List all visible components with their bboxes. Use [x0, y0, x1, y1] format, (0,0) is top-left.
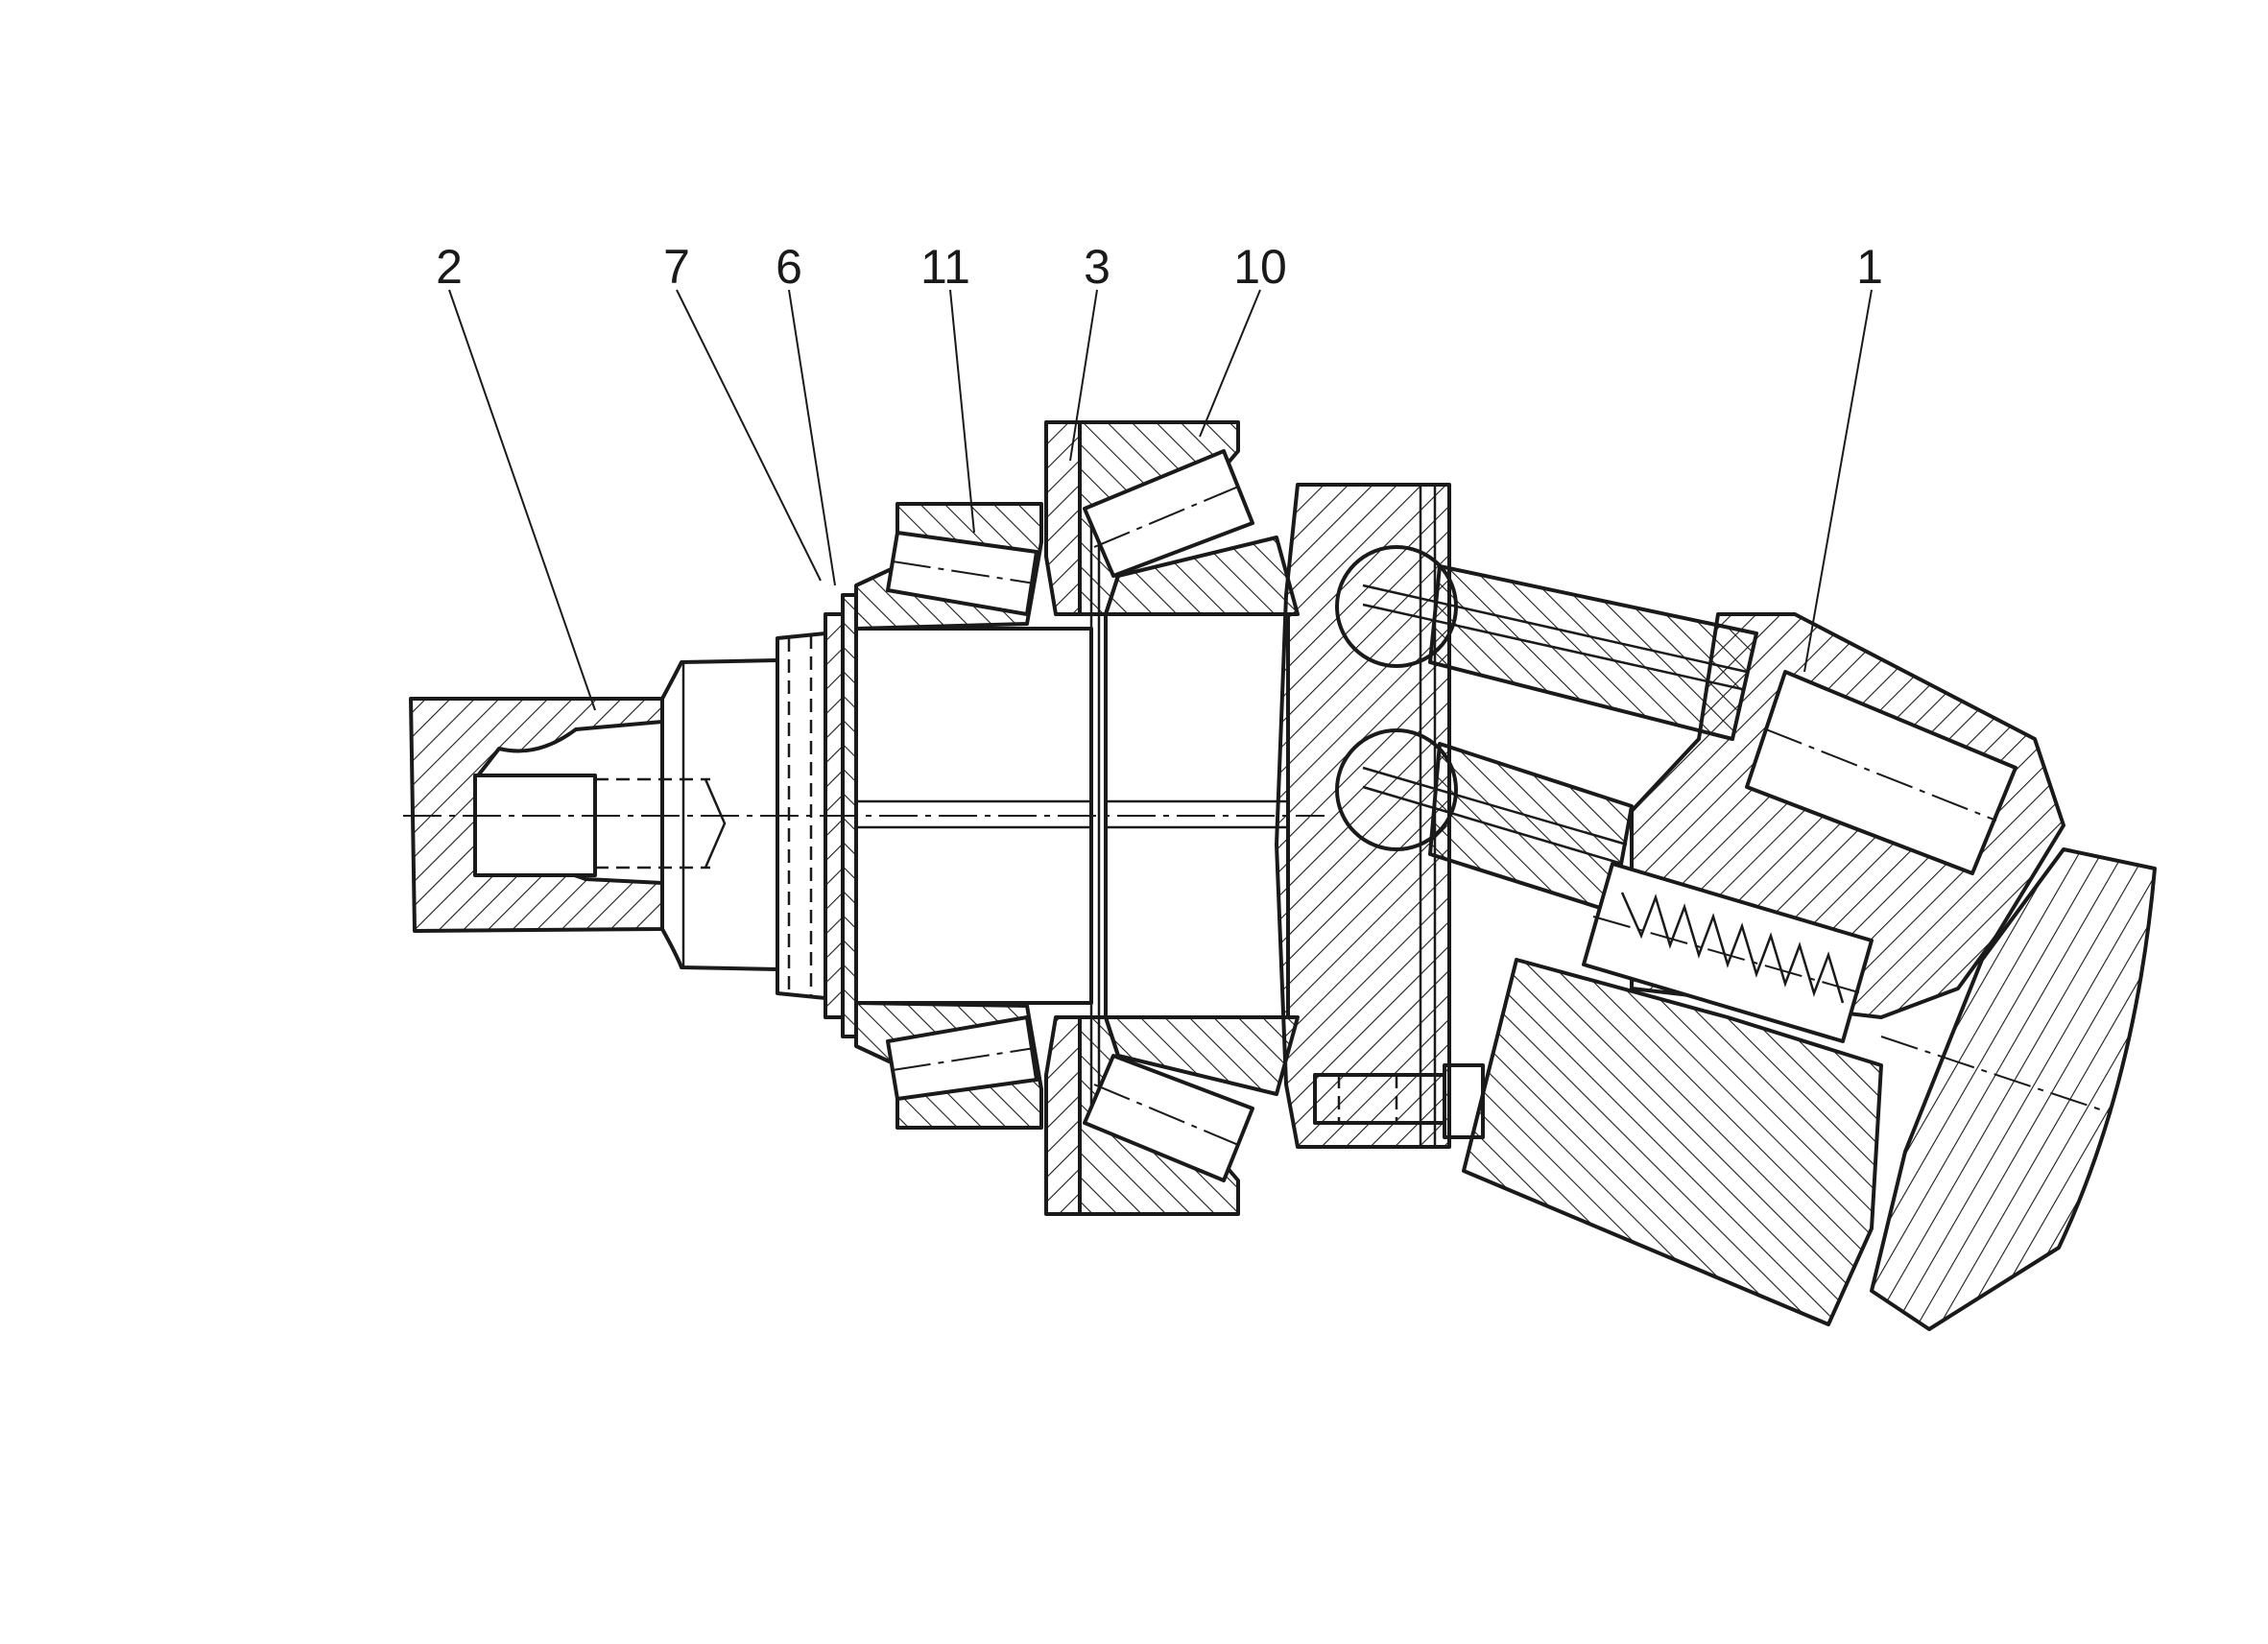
- port-plate: [1870, 847, 2157, 1331]
- bearing-separator: [1044, 420, 1101, 1216]
- rear-bearing: [1078, 420, 1300, 1216]
- drive-flange: [1275, 483, 1485, 1149]
- leader-2: [448, 289, 596, 711]
- rear-roller-bottom: [1083, 1054, 1254, 1182]
- spring: [1620, 892, 1845, 1004]
- shaft-core: [403, 612, 1325, 1019]
- callout-7: 7: [663, 240, 690, 294]
- leader-6: [788, 289, 836, 586]
- cylinder-block: [1462, 612, 2065, 1326]
- callout-2: 2: [436, 240, 463, 294]
- leader-7: [676, 289, 822, 582]
- callout-labels: 2 7 6 11 3 10 1: [436, 240, 1883, 294]
- front-bearing: [854, 502, 1043, 1130]
- callout-10: 10: [1233, 240, 1287, 294]
- callout-6: 6: [776, 240, 802, 294]
- leader-11: [949, 289, 975, 534]
- front-roller-bottom: [886, 1015, 1039, 1101]
- leader-lines: [448, 289, 1873, 711]
- callout-11: 11: [920, 240, 970, 294]
- front-roller-top: [886, 531, 1039, 616]
- leader-10: [1199, 289, 1261, 438]
- leader-1: [1803, 289, 1873, 673]
- leader-3: [1069, 289, 1098, 462]
- rear-roller-top: [1083, 449, 1254, 578]
- callout-3: 3: [1084, 240, 1110, 294]
- callout-1: 1: [1856, 240, 1883, 294]
